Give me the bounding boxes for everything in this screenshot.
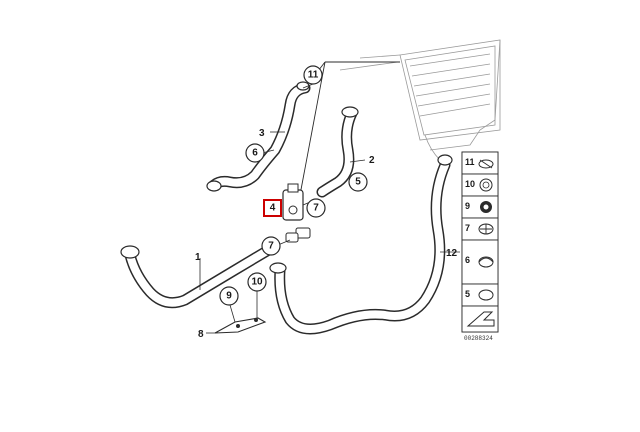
- legend-item-9-label: 9: [465, 201, 470, 211]
- callout-10[interactable]: 10: [247, 272, 267, 292]
- legend-item-6-label: 6: [465, 255, 470, 265]
- callout-7-upper[interactable]: 7: [306, 198, 326, 218]
- label-1[interactable]: 1: [195, 252, 201, 263]
- callout-6-label: 6: [252, 148, 258, 159]
- legend-item-6[interactable]: 6: [461, 239, 499, 285]
- callout-11[interactable]: 11: [303, 65, 323, 85]
- radiator-outline: [339, 39, 501, 161]
- highlight-part-4[interactable]: 4: [263, 199, 282, 217]
- hose-12[interactable]: [269, 154, 453, 335]
- valve-part-4[interactable]: [282, 183, 316, 243]
- callout-5[interactable]: 5: [348, 172, 368, 192]
- label-12[interactable]: 12: [446, 248, 458, 259]
- label-2[interactable]: 2: [369, 155, 375, 166]
- legend-item-11-label: 11: [465, 157, 475, 167]
- label-8[interactable]: 8: [198, 329, 204, 340]
- legend-direction-arrow: [461, 305, 499, 333]
- legend-item-5-label: 5: [465, 289, 470, 299]
- callout-7-upper-label: 7: [313, 203, 319, 214]
- legend-item-5[interactable]: 5: [461, 283, 499, 307]
- callout-5-label: 5: [355, 177, 361, 188]
- bracket-part-8[interactable]: [214, 317, 267, 334]
- callout-11-label: 11: [308, 70, 319, 81]
- label-3[interactable]: 3: [259, 128, 265, 139]
- hose-3[interactable]: [206, 81, 311, 192]
- reference-code: 00288324: [464, 335, 493, 342]
- callout-10-label: 10: [251, 277, 263, 288]
- highlight-part-4-label: 4: [270, 203, 276, 214]
- callout-6[interactable]: 6: [245, 143, 265, 163]
- callout-7-lower-label: 7: [268, 241, 274, 252]
- legend-item-10[interactable]: 10: [461, 173, 499, 197]
- leader-lines: [199, 83, 460, 334]
- legend-panel: 11 10 9 7 6 5: [461, 151, 499, 333]
- legend-item-7[interactable]: 7: [461, 217, 499, 241]
- hose-1[interactable]: [120, 242, 278, 309]
- legend-item-11[interactable]: 11: [461, 151, 499, 175]
- legend-item-9[interactable]: 9: [461, 195, 499, 219]
- hose-2[interactable]: [316, 106, 359, 198]
- legend-item-10-label: 10: [465, 179, 475, 189]
- callout-9[interactable]: 9: [219, 286, 239, 306]
- callout-7-lower[interactable]: 7: [261, 236, 281, 256]
- legend-item-7-label: 7: [465, 223, 470, 233]
- callout-9-label: 9: [226, 291, 232, 302]
